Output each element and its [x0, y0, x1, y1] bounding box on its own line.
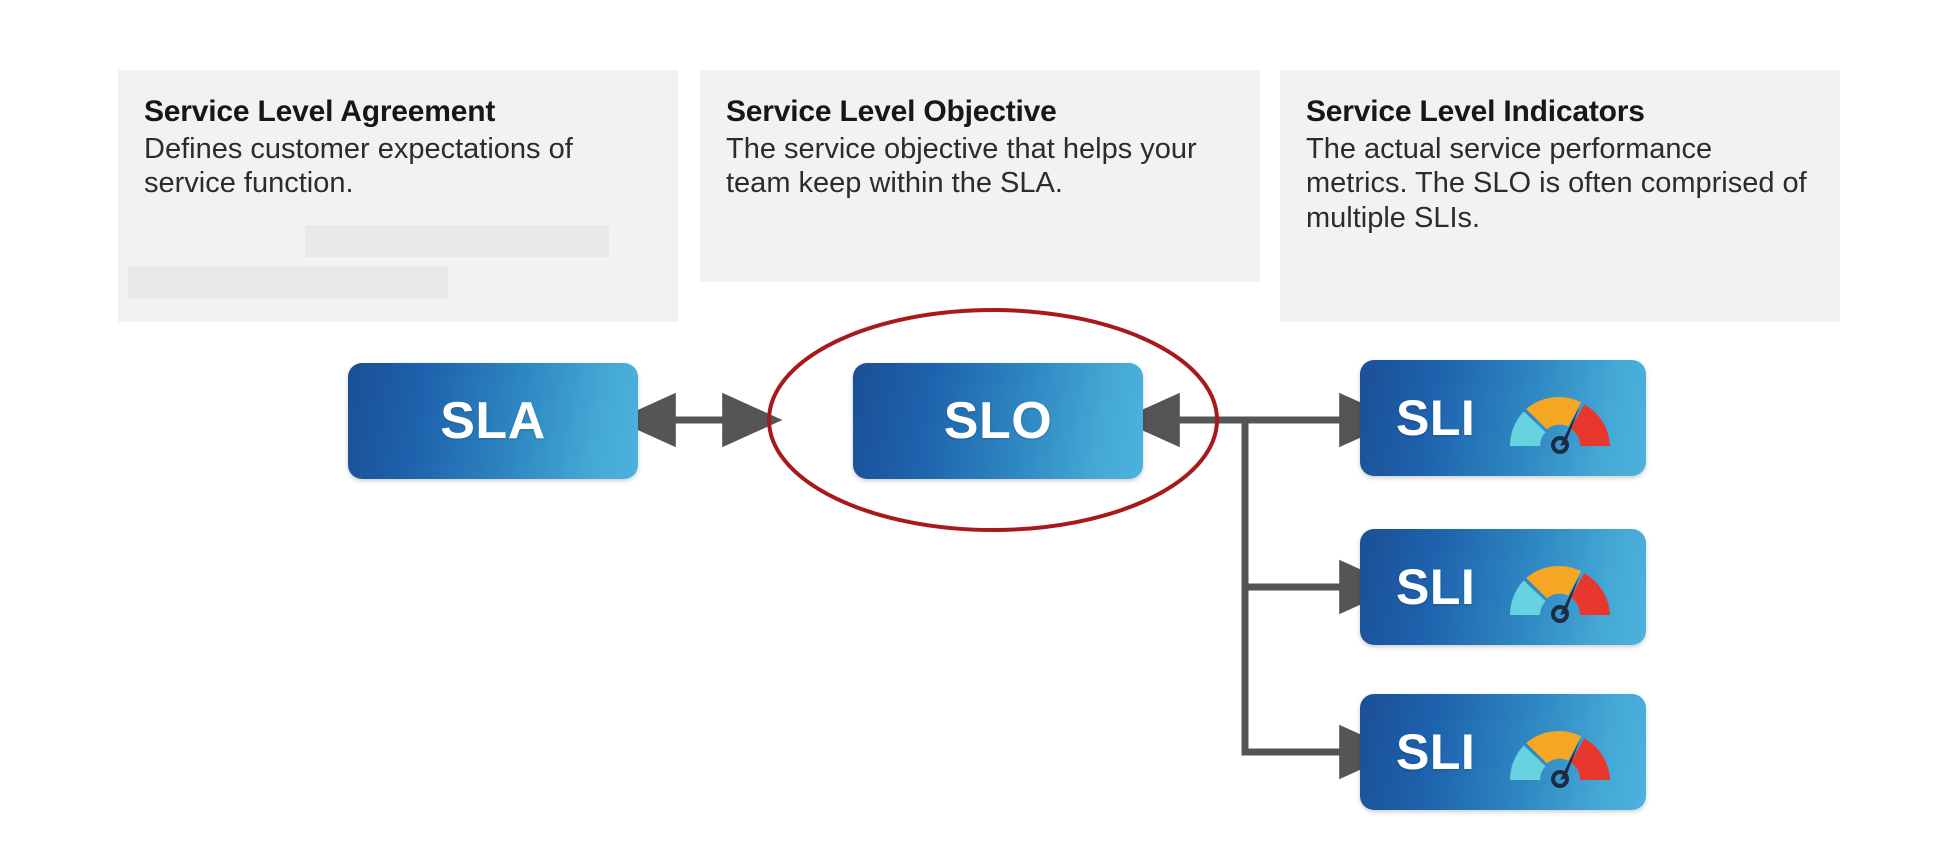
- highlight-ellipse-layer: [767, 308, 1219, 532]
- card-service-level-objective: Service Level Objective The service obje…: [700, 70, 1260, 282]
- node-slo-label: SLO: [943, 392, 1053, 450]
- speedometer-gauge-icon: [1501, 716, 1619, 788]
- card-title-sli: Service Level Indicators: [1306, 95, 1645, 128]
- node-sli-2[interactable]: SLI: [1360, 529, 1646, 645]
- card-service-level-agreement: Service Level Agreement Defines customer…: [118, 70, 678, 322]
- node-sli-2-label: SLI: [1396, 559, 1476, 615]
- placeholder-block-2: [128, 266, 448, 298]
- node-sli-3[interactable]: SLI: [1360, 694, 1646, 810]
- card-title-sla: Service Level Agreement: [144, 95, 496, 128]
- speedometer-gauge-icon: [1501, 382, 1619, 454]
- node-sla[interactable]: SLA: [348, 363, 638, 479]
- card-body-slo: The service objective that helps your te…: [726, 132, 1197, 200]
- card-service-level-indicators: Service Level Indicators The actual serv…: [1280, 70, 1840, 322]
- card-body-sli: The actual service performance metrics. …: [1306, 132, 1807, 235]
- node-sli-1[interactable]: SLI: [1360, 360, 1646, 476]
- connector-trunk-vertical: [1241, 416, 1400, 780]
- node-slo[interactable]: SLO: [853, 363, 1143, 479]
- placeholder-block-1: [305, 225, 609, 257]
- speedometer-gauge-icon: [1501, 551, 1619, 623]
- node-sli-3-label: SLI: [1396, 724, 1476, 780]
- node-sli-1-label: SLI: [1396, 390, 1476, 446]
- card-body-sla: Defines customer expectations of service…: [144, 132, 573, 200]
- card-title-slo: Service Level Objective: [726, 95, 1057, 128]
- node-sla-label: SLA: [440, 392, 546, 450]
- slo-highlight-ellipse: [767, 308, 1219, 532]
